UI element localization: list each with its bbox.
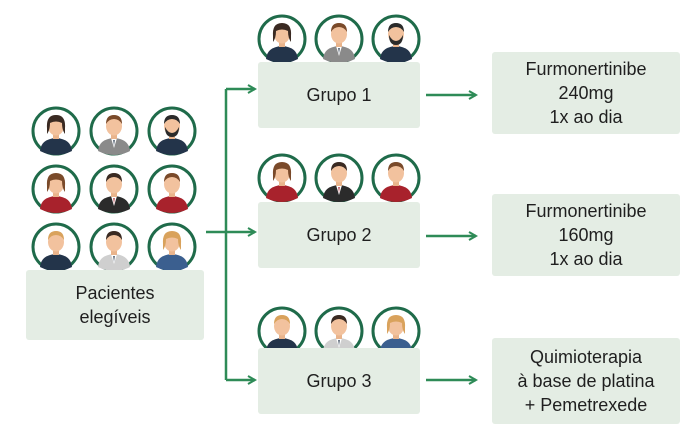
treatment-2-box: Furmonertinibe 160mg 1x ao dia	[492, 194, 680, 276]
treatment-3-box: Quimioterapia à base de platina + Pemetr…	[492, 338, 680, 424]
treatment-1-line2: 240mg	[558, 83, 614, 103]
group-2-label: Grupo 2	[306, 225, 372, 245]
patient-avatar-7-icon	[31, 222, 81, 272]
group-2-avatar-2-icon	[314, 153, 364, 203]
treatment-1-line1: Furmonertinibe	[525, 59, 647, 79]
patient-avatar-5-icon	[89, 164, 139, 214]
group-2-avatar-3-icon	[371, 153, 421, 203]
group-1-label: Grupo 1	[306, 85, 372, 105]
patient-avatar-6-icon	[147, 164, 197, 214]
patient-avatar-4-icon	[31, 164, 81, 214]
group-3-avatar-3-icon	[371, 306, 421, 356]
patient-avatar-1-icon	[31, 106, 81, 156]
treatment-2-line3: 1x ao dia	[549, 249, 623, 269]
treatment-1-box: Furmonertinibe 240mg 1x ao dia	[492, 52, 680, 134]
treatment-3-line1: Quimioterapia	[529, 347, 643, 367]
group-1-box: Grupo 1	[258, 62, 420, 128]
group-1-avatar-1-icon	[257, 14, 307, 64]
group-2-avatar-1-icon	[257, 153, 307, 203]
patients-box: Pacientes elegíveis	[26, 270, 204, 340]
patients-label-line1: Pacientes	[75, 283, 155, 303]
treatment-1-line3: 1x ao dia	[549, 107, 623, 127]
group-3-box: Grupo 3	[258, 348, 420, 414]
treatment-3-line3: + Pemetrexede	[524, 395, 648, 415]
patient-avatar-3-icon	[147, 106, 197, 156]
treatment-2-line2: 160mg	[558, 225, 614, 245]
group-1-avatar-3-icon	[371, 14, 421, 64]
treatment-2-line1: Furmonertinibe	[525, 201, 647, 221]
group-1-avatar-2-icon	[314, 14, 364, 64]
group-3-label: Grupo 3	[306, 371, 372, 391]
group-2-box: Grupo 2	[258, 202, 420, 268]
patients-label-line2: elegíveis	[79, 307, 151, 327]
patient-avatar-2-icon	[89, 106, 139, 156]
patient-avatar-8-icon	[89, 222, 139, 272]
patient-avatar-9-icon	[147, 222, 197, 272]
treatment-3-line2: à base de platina	[517, 371, 655, 391]
